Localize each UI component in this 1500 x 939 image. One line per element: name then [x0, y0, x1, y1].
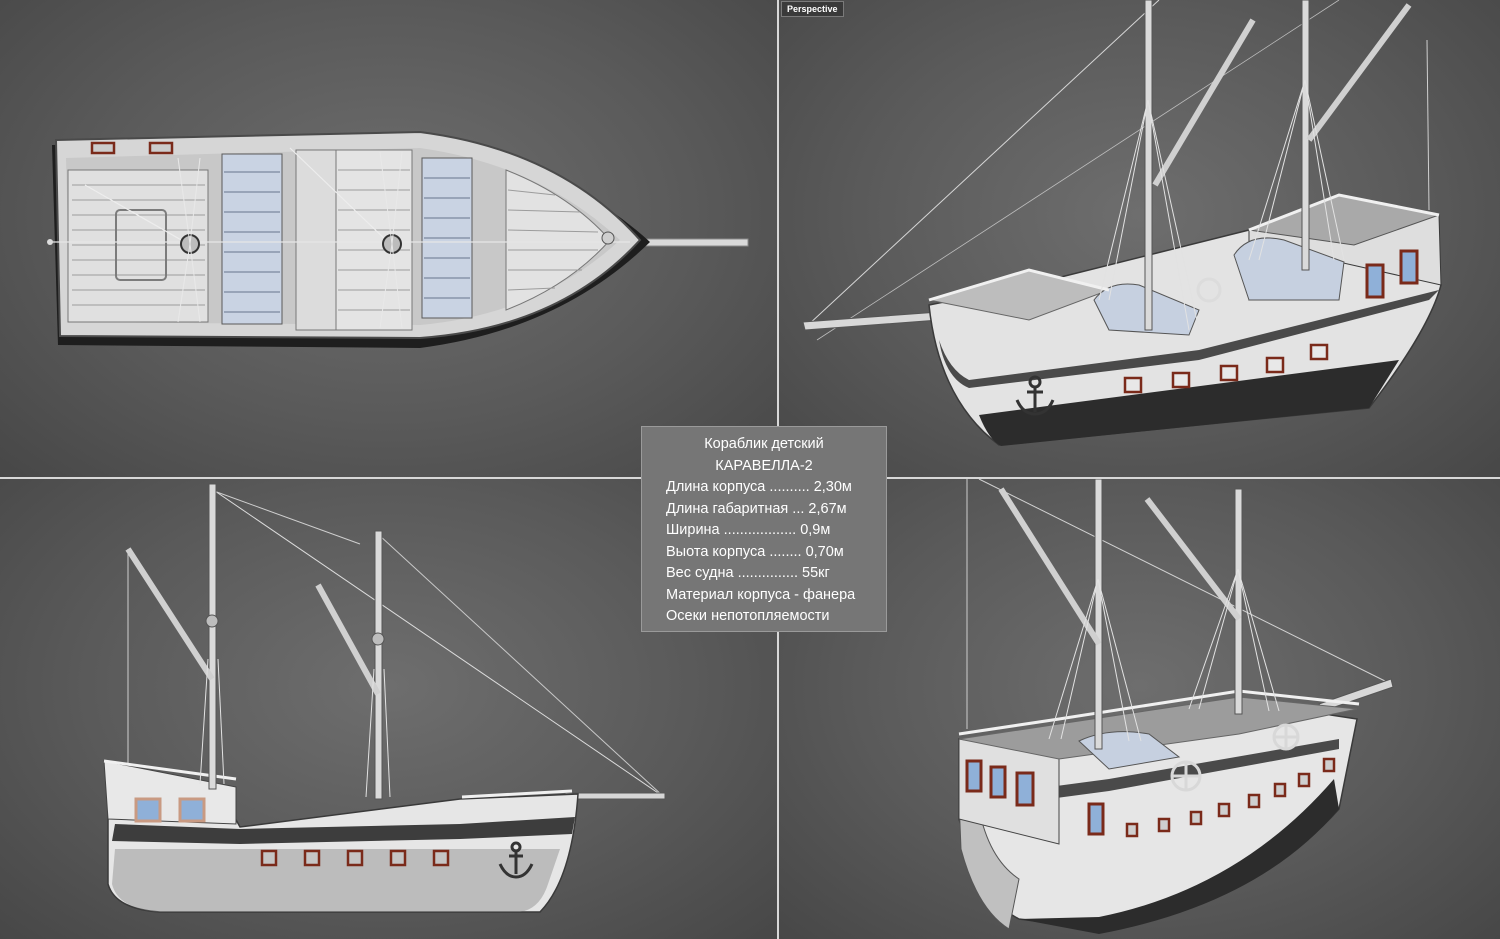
shrouds — [1048, 568, 1280, 742]
stern-window — [90, 141, 116, 155]
spec-width: Ширина .................. 0,9м — [666, 522, 831, 538]
anchor-icon — [1015, 375, 1055, 416]
anchor-icon — [498, 841, 534, 879]
mast-fore — [1234, 488, 1243, 715]
bench-cushion — [1078, 731, 1181, 770]
spec-material: Материал корпуса - фанера — [666, 586, 856, 603]
viewport-perspective[interactable]: Perspective — [779, 0, 1500, 477]
helm-wheel-icon — [1170, 760, 1202, 792]
hull-bottom — [1019, 779, 1339, 934]
mast-cap — [205, 614, 219, 628]
backstay — [1426, 39, 1430, 211]
spec-length-hull: Длина корпуса .......... 2,30м — [666, 479, 852, 495]
viewport-label[interactable]: Perspective — [781, 1, 844, 17]
stern-windows — [1365, 249, 1419, 299]
spec-height: Выота корпуса ........ 0,70м — [666, 543, 844, 560]
bow-planks — [507, 189, 599, 291]
bench-aft-ribs — [224, 171, 280, 313]
stern-windows — [134, 797, 206, 823]
boom-line — [289, 147, 391, 245]
rail — [928, 268, 1110, 302]
rub-rail — [939, 290, 1439, 388]
spec-panel: Кораблик детский КАРАВЕЛЛА-2 Длина корпу… — [641, 426, 887, 632]
mast-aft — [208, 483, 217, 790]
shrouds — [1098, 79, 1345, 331]
spec-title-line1: Кораблик детский — [704, 436, 824, 452]
spec-length-overall: Длина габаритная ... 2,67м — [666, 500, 847, 517]
spring-stay — [213, 490, 361, 545]
rub-rail — [112, 817, 575, 844]
bench-cushion — [1233, 237, 1345, 301]
hull-shade — [112, 849, 560, 912]
boom-line — [84, 184, 191, 246]
shrouds — [177, 151, 403, 329]
bench-aft — [221, 153, 283, 325]
gaff — [1144, 497, 1242, 621]
rudder — [958, 798, 1020, 930]
gaff — [998, 487, 1102, 646]
mast-aft — [1301, 0, 1310, 271]
shrouds — [199, 658, 391, 798]
spec-weight: Вес судна ............... 55кг — [666, 565, 830, 581]
gaff — [1152, 18, 1256, 187]
bow-rail — [461, 789, 573, 799]
stern-perspective-ship — [958, 479, 1394, 934]
forestay — [806, 0, 1160, 327]
hull-windows — [1125, 757, 1336, 838]
gaff — [125, 547, 215, 681]
stern-window — [148, 141, 174, 155]
forestay — [211, 488, 665, 798]
deck — [958, 696, 1358, 760]
spec-title-line2: КАРАВЕЛЛА-2 — [715, 457, 813, 474]
forestay — [978, 479, 1392, 685]
viewport-stern-perspective[interactable] — [779, 479, 1500, 939]
stern-fitting — [47, 239, 53, 245]
hull-windows — [1123, 343, 1329, 394]
hull-windows — [260, 849, 450, 867]
bow-fitting — [601, 231, 615, 245]
viewport-top[interactable] — [0, 0, 777, 477]
forestay — [377, 533, 665, 798]
gaff — [315, 583, 381, 696]
perspective-ship — [802, 0, 1442, 446]
stern-windows — [965, 759, 1035, 807]
hatch — [115, 209, 167, 281]
spec-compartments: Осеки непотопляемости — [666, 608, 830, 624]
forestay — [816, 0, 1340, 341]
helm-wheel-icon — [1272, 723, 1300, 751]
mast-aft — [1094, 479, 1103, 750]
rail — [958, 689, 1360, 736]
top-view-ship — [47, 130, 749, 348]
bowsprit — [564, 792, 666, 800]
helm-wheel-icon — [1196, 277, 1222, 303]
stern-planks — [72, 184, 205, 306]
mast-fore — [374, 530, 383, 800]
hull-bottom — [979, 360, 1399, 446]
rail — [1248, 193, 1440, 232]
bowsprit — [802, 311, 940, 331]
mast-fore — [1144, 0, 1153, 331]
side-view-ship — [103, 483, 666, 913]
side-windows — [1087, 802, 1105, 836]
bench-fore-ribs — [424, 177, 470, 299]
center-console — [295, 149, 337, 331]
mast-cap — [371, 632, 385, 646]
gaff — [1306, 3, 1412, 142]
